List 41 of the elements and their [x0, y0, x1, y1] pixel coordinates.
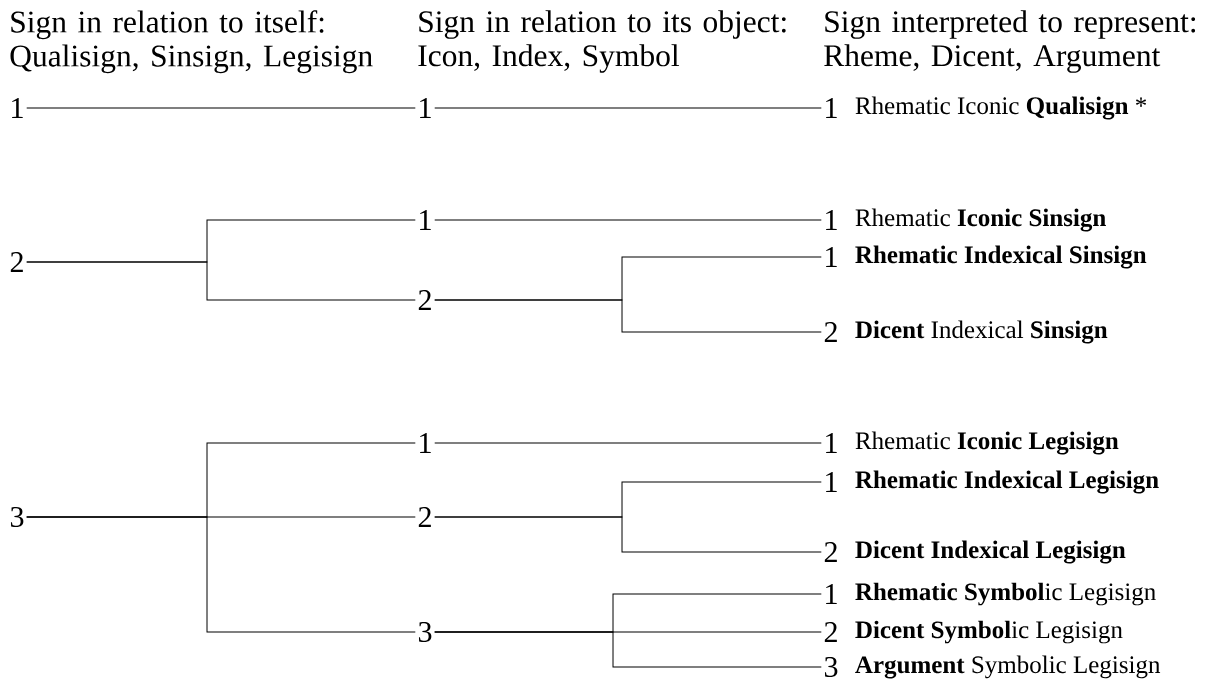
connector-line	[434, 631, 822, 668]
number: 1	[420, 98, 431, 118]
number: 3	[418, 621, 432, 643]
number: 3	[10, 506, 24, 528]
number: 1	[826, 584, 837, 604]
number: 1	[420, 210, 431, 230]
connector-line	[26, 516, 416, 633]
number: 1	[420, 433, 431, 453]
connector-line	[26, 261, 416, 301]
connector-line	[434, 442, 822, 444]
number: 2	[418, 290, 431, 310]
connector-line	[434, 219, 822, 221]
connector-line	[26, 107, 416, 109]
column-heading: Sign in relation to itself: Qualisign, Sinsign, Legisign	[10, 10, 373, 74]
number: 1	[826, 210, 837, 230]
column-heading: Sign in relation to its object: Icon, Index, Symbol	[418, 10, 786, 73]
sign-class-label: Rhematic Iconic Qualisign*	[855, 96, 1147, 120]
sign-class-label: Rhematic Iconic Legisign	[855, 431, 1119, 455]
connector-line	[434, 516, 822, 553]
number: 1	[12, 98, 23, 118]
sign-class-label: Rhematic Symbolic Legisign	[855, 582, 1156, 606]
number: 2	[824, 542, 837, 562]
sign-class-label: Rhematic Iconic Sinsign	[855, 208, 1106, 232]
sign-class-label: Rhematic Indexical Sinsign	[855, 245, 1147, 269]
number: 1	[826, 472, 837, 492]
number: 1	[826, 247, 837, 267]
sign-class-label: Dicent Indexical Legisign	[855, 540, 1126, 564]
sign-class-label: Argument Symbolic Legisign	[855, 655, 1161, 679]
connector-line	[434, 107, 822, 109]
sign-class-label: Dicent Indexical Sinsign	[855, 320, 1108, 344]
connector-line	[434, 299, 822, 333]
number: 2	[418, 507, 431, 527]
number: 1	[826, 433, 837, 453]
number: 3	[824, 656, 838, 678]
sign-class-label: Rhematic Indexical Legisign	[855, 470, 1159, 494]
number: 2	[824, 622, 837, 642]
column-heading: Sign interpreted to represent: Rheme, Dicent, Argument	[824, 10, 1196, 73]
number: 2	[824, 322, 837, 342]
sign-class-label: Dicent Symbolic Legisign	[855, 620, 1123, 644]
number: 1	[826, 98, 837, 118]
number: 2	[10, 252, 23, 272]
